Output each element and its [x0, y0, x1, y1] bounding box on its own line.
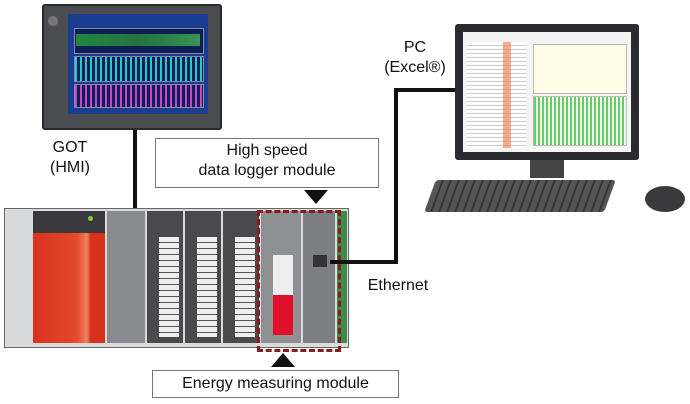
- cpu-module: [107, 211, 145, 343]
- got-label-line1: GOT: [52, 139, 88, 156]
- input-module-1: [147, 211, 183, 343]
- input-module-2: [185, 211, 221, 343]
- got-label: GOT (HMI): [40, 138, 100, 178]
- input-module-3: [223, 211, 259, 343]
- keyboard: [424, 180, 616, 212]
- got-screen: [68, 14, 208, 114]
- energy-module-label: Energy measuring module: [152, 370, 399, 398]
- arrow-down-icon: [304, 190, 328, 204]
- plc-rack: [4, 208, 349, 348]
- data-logger-label-line2: data logger module: [198, 162, 336, 179]
- ethernet-cable: [330, 260, 398, 264]
- excel-screen: [463, 32, 631, 152]
- pc-label: PC (Excel®): [380, 38, 450, 78]
- ethernet-label: Ethernet: [367, 277, 429, 294]
- mouse: [645, 186, 685, 212]
- energy-measuring-module: [261, 211, 301, 343]
- got-label-line2: (HMI): [50, 159, 90, 176]
- pc-monitor: [455, 24, 639, 160]
- power-supply-module: [33, 211, 105, 343]
- data-logger-label-line1: High speed: [226, 142, 308, 159]
- pc-label-line2: (Excel®): [384, 59, 446, 76]
- monitor-stand: [530, 160, 564, 178]
- got-hmi-device: [42, 4, 222, 130]
- got-cable: [133, 130, 137, 208]
- arrow-up-icon: [271, 353, 295, 367]
- high-speed-data-logger-module: [303, 211, 335, 343]
- pc-label-line1: PC: [403, 39, 427, 56]
- highlight-dashed-box: [257, 210, 341, 352]
- data-logger-label: High speed data logger module: [155, 138, 379, 188]
